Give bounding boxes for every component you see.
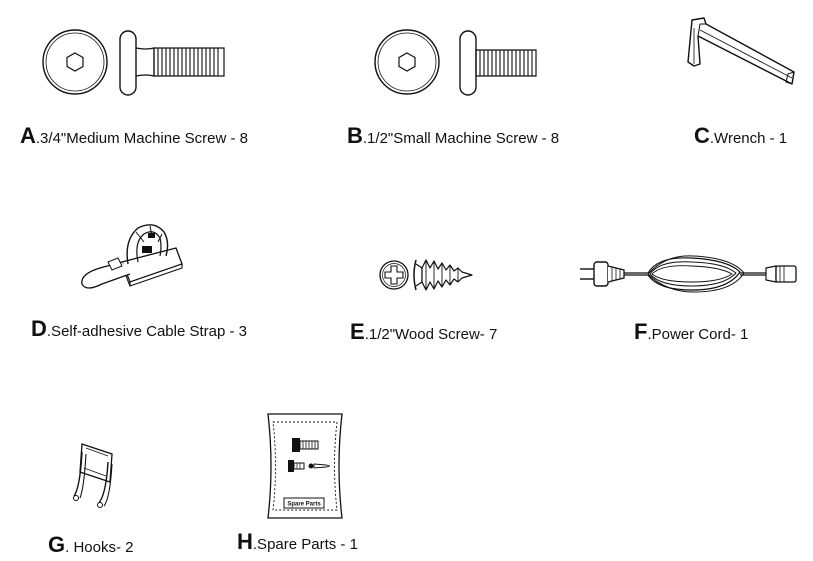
part-caption-e: E.1/2"Wood Screw- 7 [350, 319, 498, 345]
small-machine-screw-icon [374, 28, 544, 100]
part-caption-d: D.Self-adhesive Cable Strap - 3 [31, 316, 247, 342]
part-letter: G [48, 532, 66, 557]
spare-parts-bag-icon: Spare Parts [264, 410, 346, 522]
part-label: .1/2"Wood Screw- 7 [364, 326, 498, 343]
part-letter: B [347, 123, 363, 148]
wood-screw-icon [378, 256, 478, 296]
part-caption-a: A.3/4"Medium Machine Screw - 8 [20, 123, 248, 149]
hook-icon [68, 438, 128, 508]
part-letter: C [694, 123, 710, 148]
part-letter: D [31, 316, 47, 341]
part-caption-g: G. Hooks- 2 [48, 532, 134, 558]
power-cord-icon [580, 252, 805, 298]
part-letter: H [237, 529, 253, 554]
part-label: .Wrench - 1 [709, 130, 788, 147]
part-label: .Power Cord- 1 [647, 326, 749, 343]
part-label: .3/4"Medium Machine Screw - 8 [35, 130, 248, 147]
medium-machine-screw-icon [42, 28, 232, 100]
hex-wrench-icon [684, 14, 799, 94]
part-label: .1/2"Small Machine Screw - 8 [362, 130, 560, 147]
part-caption-h: H.Spare Parts - 1 [237, 529, 358, 555]
part-caption-f: F.Power Cord- 1 [634, 319, 749, 345]
cable-strap-icon [78, 218, 188, 300]
part-label: . Hooks- 2 [65, 539, 134, 556]
spare-bag-label: Spare Parts [287, 502, 321, 508]
part-letter: E [350, 319, 365, 344]
part-label: .Spare Parts - 1 [252, 536, 358, 553]
part-label: .Self-adhesive Cable Strap - 3 [46, 323, 247, 340]
part-caption-b: B.1/2"Small Machine Screw - 8 [347, 123, 560, 149]
part-letter: A [20, 123, 36, 148]
part-caption-c: C.Wrench - 1 [694, 123, 788, 149]
part-letter: F [634, 319, 648, 344]
